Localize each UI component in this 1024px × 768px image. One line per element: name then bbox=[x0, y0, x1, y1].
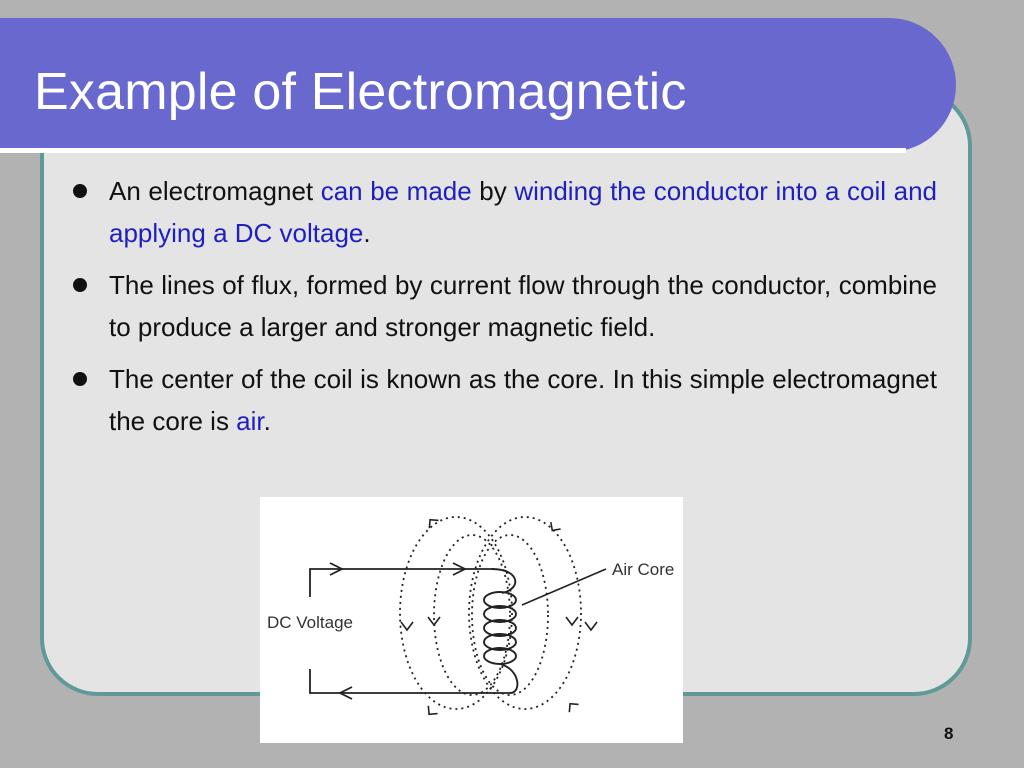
coil-turn-3 bbox=[483, 619, 517, 637]
coil-turn-1 bbox=[483, 591, 517, 609]
bullet-1-text-c: . bbox=[363, 218, 371, 248]
coil-bottom-lead bbox=[499, 663, 519, 694]
bullet-dot-icon bbox=[73, 372, 87, 386]
air-core-label: Air Core bbox=[612, 560, 674, 579]
current-arrow-top-1 bbox=[329, 562, 345, 576]
current-arrow-bottom bbox=[337, 686, 353, 700]
bullet-item-2: The lines of flux, formed by current flo… bbox=[70, 264, 937, 348]
bullet-3-text-a: The center of the coil is known as the c… bbox=[109, 364, 937, 436]
bullet-1-highlight-b: winding the conductor into a coil and ap… bbox=[109, 176, 937, 248]
flux-loop-left-outer bbox=[399, 516, 513, 710]
flux-loop-left-inner bbox=[433, 534, 511, 696]
bullet-dot-icon bbox=[73, 184, 87, 198]
bullet-1-highlight-a: can be made bbox=[320, 176, 472, 206]
flux-arrow-7 bbox=[427, 705, 438, 716]
bullet-1-text-a: An electromagnet bbox=[109, 176, 321, 206]
bullet-item-1: An electromagnet can be made by winding … bbox=[70, 170, 937, 254]
flux-loop-right-inner bbox=[471, 534, 549, 696]
flux-arrow-8 bbox=[568, 702, 579, 713]
coil-top-lead bbox=[491, 568, 517, 594]
bullet-3-highlight: air bbox=[236, 406, 264, 436]
flux-arrow-6 bbox=[584, 621, 598, 632]
title-underline bbox=[0, 148, 906, 153]
slide-title: Example of Electromagnetic bbox=[34, 63, 687, 121]
flux-arrow-3 bbox=[400, 621, 414, 632]
bullet-2-text: The lines of flux, formed by current flo… bbox=[109, 270, 937, 342]
bullet-1-text-b: by bbox=[471, 176, 515, 206]
flux-loop-right-outer bbox=[468, 516, 582, 710]
wire-top bbox=[309, 568, 492, 597]
coil-turn-4 bbox=[483, 633, 517, 651]
coil-turn-2 bbox=[483, 605, 517, 623]
dc-voltage-label: DC Voltage bbox=[267, 613, 353, 632]
bullet-dot-icon bbox=[73, 278, 87, 292]
bullet-list: An electromagnet can be made by winding … bbox=[70, 170, 937, 452]
flux-arrow-1 bbox=[428, 518, 439, 529]
flux-lines bbox=[399, 516, 582, 710]
page-number: 8 bbox=[944, 724, 954, 743]
flux-arrows bbox=[400, 518, 598, 716]
wire-bottom bbox=[309, 669, 510, 694]
title-bar: Example of Electromagnetic bbox=[0, 18, 956, 153]
bullet-item-3: The center of the coil is known as the c… bbox=[70, 358, 937, 442]
air-core-pointer bbox=[521, 568, 607, 606]
circuit-wires bbox=[309, 562, 510, 700]
flux-arrow-2 bbox=[550, 521, 561, 532]
electromagnet-diagram: Air Core DC Voltage bbox=[260, 497, 683, 743]
current-arrow-top-2 bbox=[452, 562, 468, 576]
coil bbox=[483, 568, 519, 694]
electromagnet-svg: Air Core DC Voltage bbox=[267, 516, 674, 716]
flux-arrow-4 bbox=[427, 616, 441, 627]
flux-arrow-5 bbox=[565, 616, 579, 627]
bullet-3-text-b: . bbox=[263, 406, 271, 436]
